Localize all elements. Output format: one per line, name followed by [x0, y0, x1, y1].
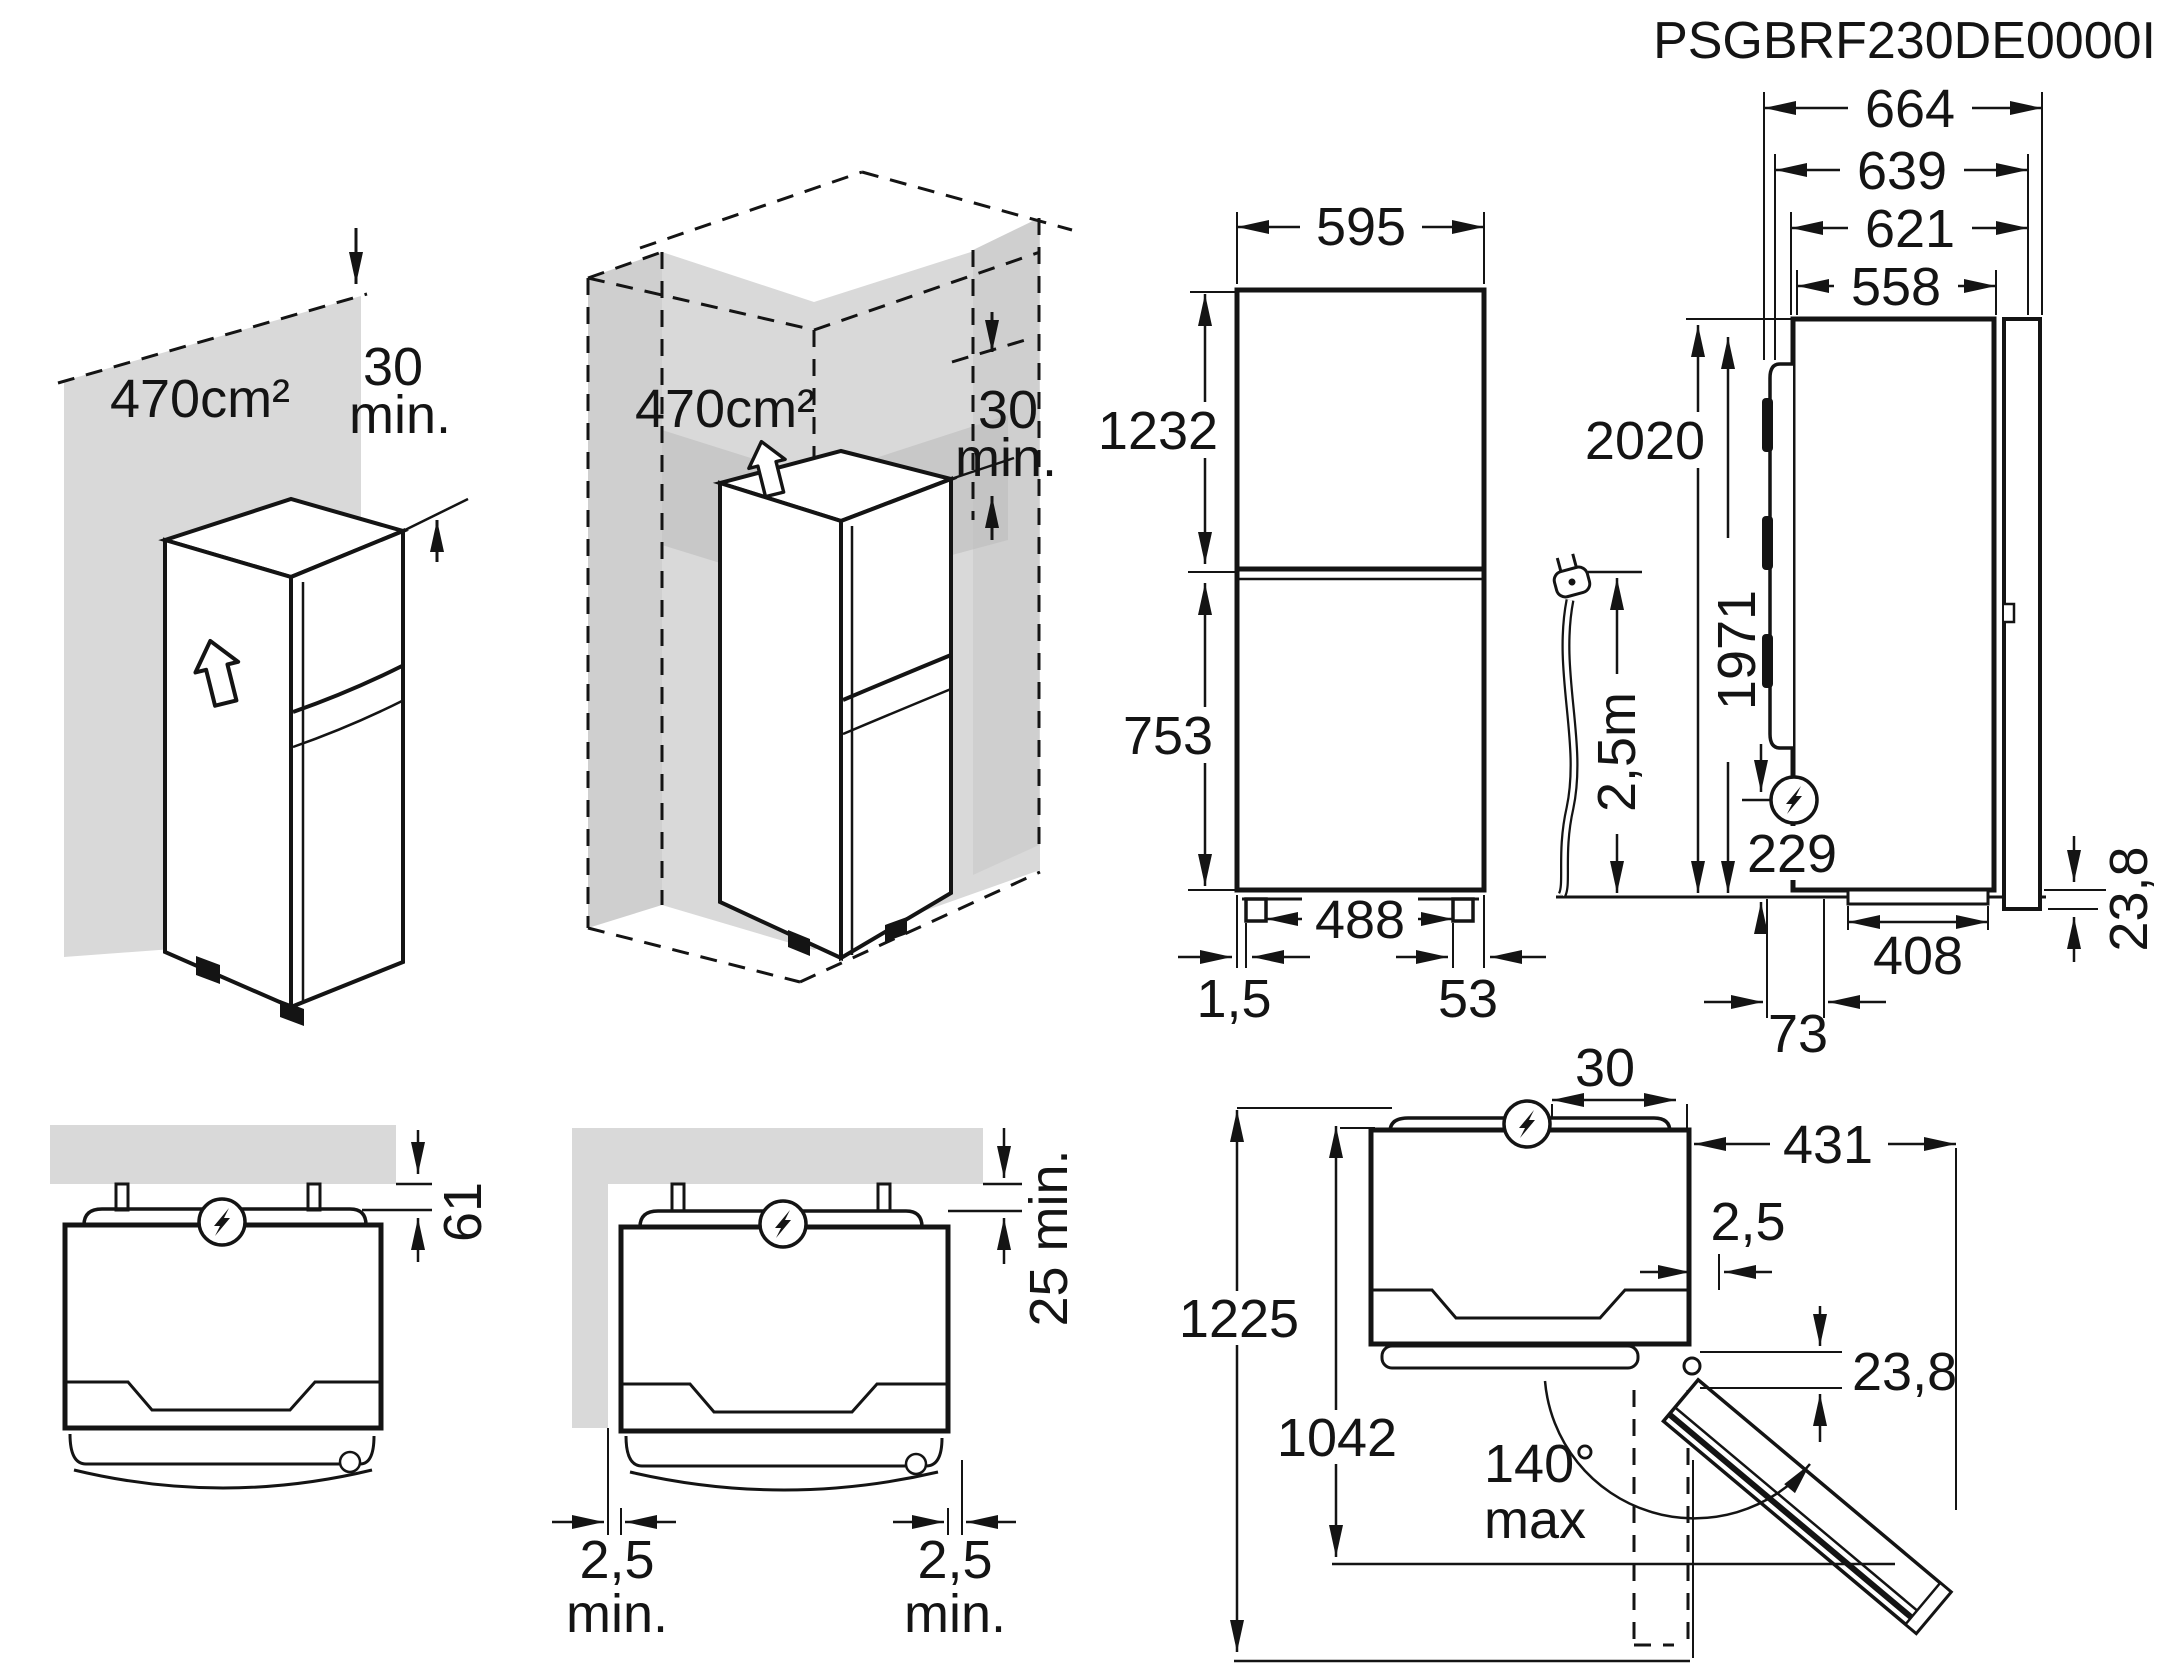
left-foot: [1244, 897, 1268, 923]
front-view-dimensions: [1092, 200, 1546, 968]
base-plinth: [1846, 888, 1990, 906]
power-cable: [1547, 550, 1594, 898]
dim-bottom-gap: 23,8: [2099, 846, 2159, 951]
panel-wall-clearance: 470cm² 30 min.: [57, 228, 469, 1026]
fridge-3d-in-niche: [712, 448, 958, 962]
fridge-top-outline: [618, 1224, 951, 1434]
power-connection-icon: [197, 1197, 247, 1247]
panel-top-view-door-open: 30 431 2,5 23,8 1225 1042 140° max: [1179, 1038, 1957, 1663]
side-view-dimensions: [1580, 82, 2106, 1018]
power-connection-icon: [1502, 1099, 1552, 1149]
panel-front-view: 595 1232 753 488 1,5 53: [1092, 197, 1546, 1029]
dim-rear-clearance: 61: [433, 1182, 493, 1242]
dim-top-clearance: 30: [978, 380, 1038, 440]
dim-depth-door: 639: [1857, 141, 1947, 201]
dim-vent-area: 470cm²: [110, 369, 290, 429]
door-open-140: [1660, 1377, 1954, 1636]
door-handle-profile: [1768, 362, 1793, 750]
dim-lower-height: 753: [1123, 706, 1213, 766]
dim-base-length: 408: [1873, 926, 1963, 986]
wall-strip: [50, 1125, 396, 1184]
dim-door-thickness: 23,8: [1852, 1342, 1957, 1402]
fridge-side-outline: [1790, 316, 1997, 893]
dim-swing-angle-unit: max: [1484, 1490, 1586, 1550]
dim-plug-height: 229: [1747, 824, 1837, 884]
model-number: PSGBRF230DE0000I: [1653, 12, 2156, 70]
power-connection-icon: [1769, 775, 1819, 825]
fridge-front-outline: [1234, 287, 1487, 893]
door-hinge: [1682, 1356, 1702, 1376]
niche-dashed-edges: [586, 170, 1073, 984]
niche-right-pillar: [973, 218, 1039, 875]
door-swing-arc: [1543, 1380, 1811, 1520]
dim-plug-to-side: 30: [1575, 1038, 1635, 1098]
right-foot: [1451, 897, 1475, 923]
rear-spacer-right: [876, 1182, 892, 1213]
dim-side-gap-right: 53: [1438, 969, 1498, 1029]
top-view-wall-dimensions: [362, 1130, 432, 1262]
fridge-3d: [158, 496, 410, 1026]
dim-height-body: 1971: [1707, 590, 1767, 710]
dim-side-gap-left: 1,5: [1196, 969, 1271, 1029]
rear-spacer-left: [114, 1182, 130, 1212]
dim-depth-door-open: 1225: [1179, 1289, 1299, 1349]
door-recess-contour: [623, 1382, 946, 1414]
dim-depth-body: 558: [1851, 257, 1941, 317]
dim-top-clearance-unit: min.: [349, 385, 451, 445]
panel-niche-clearance: 470cm² 30 min.: [586, 170, 1073, 984]
dim-height-overall: 2020: [1585, 411, 1705, 471]
dim-depth-with-handle: 664: [1865, 79, 1955, 139]
dim-depth-621: 621: [1865, 199, 1955, 259]
dim-feet-spacing: 488: [1315, 890, 1405, 950]
dim-rear-clearance: 25 min.: [1019, 1149, 1079, 1326]
rear-spacer-right: [306, 1182, 322, 1212]
niche-wall-top: [572, 1128, 983, 1184]
niche-left-pillar: [588, 252, 662, 928]
dim-right-gap: 2,5: [917, 1530, 992, 1590]
niche-wall-left: [572, 1128, 608, 1428]
rear-spacer-left: [670, 1182, 686, 1213]
hinge-detail: [338, 1450, 362, 1474]
hinge-detail: [904, 1452, 928, 1476]
dim-right-gap-unit: min.: [904, 1584, 1006, 1644]
dim-rear-gap: 73: [1768, 1004, 1828, 1064]
dim-left-gap: 2,5: [579, 1530, 654, 1590]
top-view-niche-dimensions: [552, 1128, 1022, 1535]
dim-swing-angle: 140°: [1484, 1434, 1596, 1494]
dim-vent-area: 470cm²: [635, 379, 815, 439]
base-plinth: [1380, 1344, 1640, 1370]
top-view-door-dimensions: [1180, 1093, 1957, 1663]
dim-cable-length: 2,5m: [1587, 692, 1647, 812]
fridge-top-outline: [62, 1222, 384, 1431]
dim-top-clearance-unit: min.: [955, 428, 1057, 488]
plug-icon: [1547, 550, 1594, 601]
dim-side-gap: 2,5: [1710, 1192, 1785, 1252]
dim-top-clearance: 30: [363, 337, 423, 397]
dim-upper-height: 1232: [1098, 401, 1218, 461]
panel-side-view: 664 639 621 558 2020 1971 2,5m 229 408 7…: [1547, 79, 2159, 1064]
panel-top-view-wall: 61: [50, 1125, 493, 1490]
dim-door-projection: 431: [1783, 1115, 1873, 1175]
door-recess-contour: [67, 1380, 379, 1412]
power-connection-icon: [758, 1199, 808, 1249]
door-recess-contour: [1373, 1288, 1687, 1320]
dim-depth-to-door: 1042: [1277, 1408, 1397, 1468]
dim-left-gap-unit: min.: [566, 1584, 668, 1644]
fridge-top-outline: [1368, 1127, 1692, 1347]
panel-top-view-niche: 25 min. 2,5 min. 2,5 min.: [552, 1128, 1079, 1644]
dim-width: 595: [1316, 197, 1406, 257]
